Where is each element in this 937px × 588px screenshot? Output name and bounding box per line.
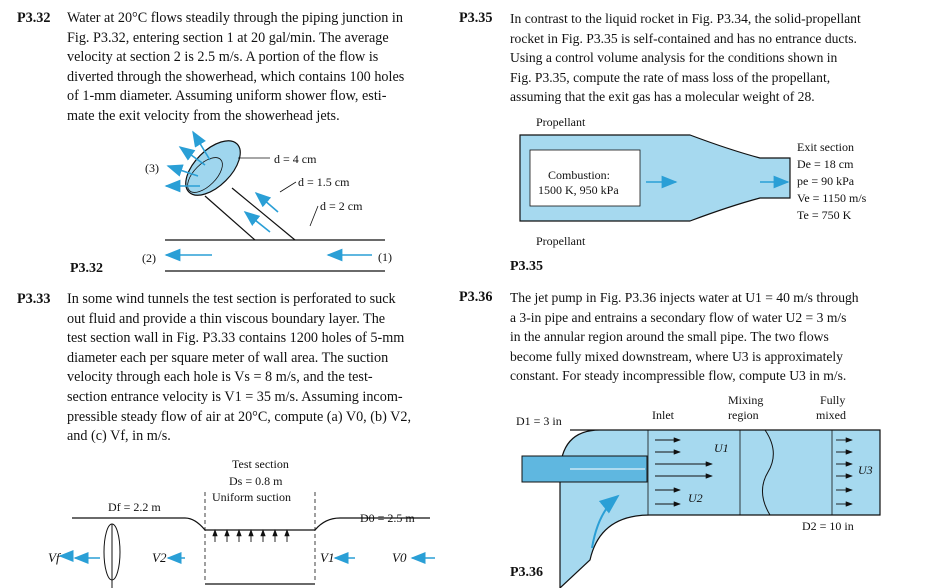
text-line: pressible steady flow of air at 20°C, co… xyxy=(67,408,411,425)
figure-caption: P3.36 xyxy=(510,565,543,580)
branch-wall xyxy=(204,195,256,241)
label-v0: V0 xyxy=(392,550,407,565)
label-pe: pe = 90 kPa xyxy=(797,174,855,188)
label-propellant-top: Propellant xyxy=(536,115,586,129)
figure-p3-36: D1 = 3 in Inlet Mixing region Fully mixe… xyxy=(510,393,881,588)
label-propellant-bottom: Propellant xyxy=(536,234,586,248)
velocity-profile xyxy=(762,429,774,516)
label-mixed: mixed xyxy=(816,408,846,422)
text-line: diverted through the showerhead, which c… xyxy=(67,68,405,85)
secondary-flow-arrow xyxy=(591,494,620,549)
label-de: De = 18 cm xyxy=(797,157,854,171)
figure-p3-33: Test section Ds = 0.8 m Uniform suction … xyxy=(48,457,435,588)
figure-caption: P3.32 xyxy=(70,261,103,276)
figure-caption: P3.35 xyxy=(510,259,543,274)
text-line: become fully mixed downstream, where U3 … xyxy=(510,348,843,364)
label-v1: V1 xyxy=(320,550,334,565)
showerhead-face xyxy=(187,157,223,193)
label-te: Te = 750 K xyxy=(797,208,852,222)
label-section-2: (2) xyxy=(142,251,156,265)
label-test-section: Test section xyxy=(232,457,289,471)
jet-arrow xyxy=(166,164,199,177)
problem-number: P3.35 xyxy=(459,10,493,26)
label-ve: Ve = 1150 m/s xyxy=(797,191,867,205)
tunnel-wall xyxy=(314,517,430,531)
combustion-chamber xyxy=(529,149,641,207)
exit-velocity-arrows xyxy=(836,437,853,507)
label-vf: Vf xyxy=(48,550,62,565)
figure-p3-32: (3) (2) (1) d = 4 cm d = 1.5 cm d = 2 cm… xyxy=(70,130,392,276)
problem-number: P3.33 xyxy=(17,291,51,307)
showerhead xyxy=(185,140,241,196)
label-region: region xyxy=(728,408,759,422)
flow-arrow xyxy=(243,211,271,233)
label-chamber-conditions: 1500 K, 950 kPa xyxy=(538,183,619,197)
text-line: constant. For steady incompressible flow… xyxy=(510,368,847,384)
text-line: In some wind tunnels the test section is… xyxy=(67,291,396,307)
label-mixing: Mixing xyxy=(728,393,763,407)
figure-p3-35: Propellant Combustion: 1500 K, 950 kPa E… xyxy=(510,115,867,274)
leader-line xyxy=(279,181,297,193)
label-d-branch: d = 1.5 cm xyxy=(298,175,350,189)
label-inlet: Inlet xyxy=(652,408,675,422)
text-line: Fig. P3.35, compute the rate of mass los… xyxy=(510,69,831,85)
jet-arrow xyxy=(178,146,206,166)
label-u1: U1 xyxy=(714,441,729,455)
text-line: section entrance velocity is V1 = 35 m/s… xyxy=(67,388,403,405)
label-df: Df = 2.2 m xyxy=(108,500,161,514)
label-u2: U2 xyxy=(688,491,703,505)
text-line: The jet pump in Fig. P3.36 injects water… xyxy=(510,290,859,305)
text-line: a 3-in pipe and entrains a secondary flo… xyxy=(510,309,847,325)
problem-number: P3.36 xyxy=(459,289,493,305)
text-line: diameter each per square meter of wall a… xyxy=(67,349,389,366)
inlet-velocity-arrows xyxy=(655,437,713,507)
label-d-showerhead: d = 4 cm xyxy=(274,152,317,166)
text-line: Water at 20°C flows steadily through the… xyxy=(67,10,403,26)
label-section-1: (1) xyxy=(378,250,392,264)
problem-text: The jet pump in Fig. P3.36 injects water… xyxy=(510,288,888,386)
label-section-3: (3) xyxy=(145,161,159,175)
label-combustion: Combustion: xyxy=(548,168,610,182)
text-line: mate the exit velocity from the showerhe… xyxy=(67,107,340,124)
text-line: Using a control volume analysis for the … xyxy=(510,50,838,66)
problem-text: Water at 20°C flows steadily through the… xyxy=(67,9,447,127)
branch-wall xyxy=(231,187,296,241)
problem-text: In some wind tunnels the test section is… xyxy=(67,290,447,447)
problem-text: In contrast to the liquid rocket in Fig.… xyxy=(510,9,888,107)
label-d2: D2 = 10 in xyxy=(802,519,854,533)
label-fully: Fully xyxy=(820,393,845,407)
text-line: in the annular region around the small p… xyxy=(510,329,829,345)
text-line: out fluid and provide a thin viscous bou… xyxy=(67,310,386,327)
text-line: velocity through each hole is Vs = 8 m/s… xyxy=(67,369,373,386)
problem-number: P3.32 xyxy=(17,10,51,26)
text-line: In contrast to the liquid rocket in Fig.… xyxy=(510,11,861,26)
label-v2: V2 xyxy=(152,550,167,565)
text-line: assuming that the exit gas has a molecul… xyxy=(510,89,815,105)
label-uniform-suction: Uniform suction xyxy=(212,490,291,504)
jet-arrow xyxy=(192,130,211,161)
tunnel-contraction xyxy=(184,517,206,531)
text-line: rocket in Fig. P3.35 is self-contained a… xyxy=(510,30,857,46)
leader-line xyxy=(309,205,319,227)
label-ds: Ds = 0.8 m xyxy=(229,474,283,488)
text-line: Fig. P3.32, entering section 1 at 20 gal… xyxy=(67,29,389,46)
suction-arrows xyxy=(212,529,290,542)
label-u3: U3 xyxy=(858,463,873,477)
text-line: test section wall in Fig. P3.33 contains… xyxy=(67,330,405,347)
text-line: velocity at section 2 is 2.5 m/s. A port… xyxy=(67,49,379,66)
label-d0: D0 = 2.5 m xyxy=(360,511,415,525)
label-d1: D1 = 3 in xyxy=(516,414,562,428)
text-line: and (c) Vf, in m/s. xyxy=(67,428,171,445)
text-line: of 1-mm diameter. Assuming uniform showe… xyxy=(67,88,387,105)
label-exit-section: Exit section xyxy=(797,140,854,154)
label-d-pipe: d = 2 cm xyxy=(320,199,363,213)
flow-arrow xyxy=(254,191,279,213)
